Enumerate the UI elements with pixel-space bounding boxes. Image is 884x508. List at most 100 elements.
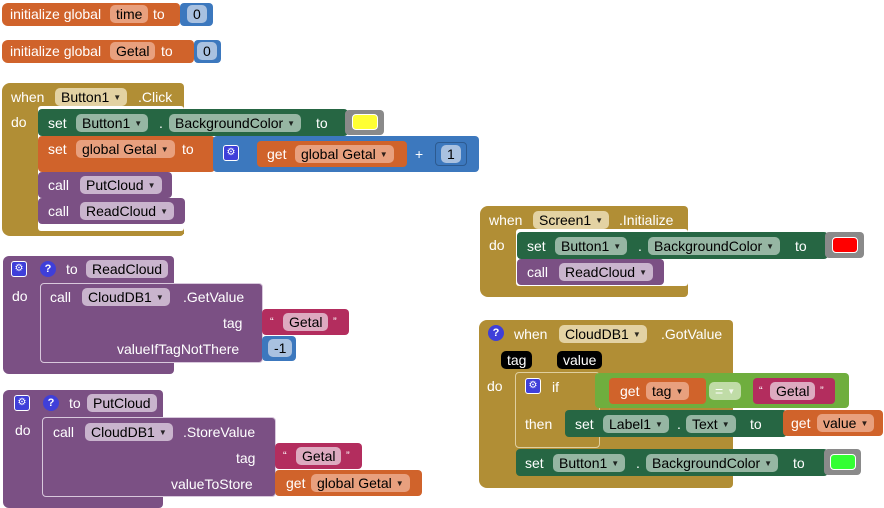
dropdown-arrow-icon: ▼ (155, 293, 164, 302)
gear-icon[interactable]: ⚙ (525, 378, 541, 394)
component-dropdown[interactable]: Label1▼ (603, 415, 669, 433)
to-label: to (69, 395, 81, 411)
procedure-dropdown[interactable]: ReadCloud▼ (559, 263, 653, 281)
global-name-field[interactable]: Getal (110, 42, 156, 60)
dot-label: . (159, 115, 163, 131)
number-block[interactable]: 0 (180, 3, 213, 26)
call-readcloud-block[interactable]: call ReadCloud▼ (38, 198, 185, 224)
method-name: .StoreValue (183, 424, 256, 440)
color-block[interactable] (345, 110, 384, 135)
get-variable-block[interactable]: get value▼ (783, 410, 883, 436)
text-string-block[interactable]: “ Getal ” (262, 309, 349, 335)
set-background-color-block[interactable]: set Button1▼ . BackgroundColor▼ to (517, 232, 828, 259)
variable-dropdown[interactable]: global Getal▼ (311, 474, 410, 492)
component-dropdown[interactable]: CloudDB1▼ (85, 423, 173, 441)
procedure-dropdown[interactable]: ReadCloud▼ (80, 202, 174, 220)
variable-dropdown[interactable]: global Getal▼ (295, 145, 394, 163)
number-value[interactable]: 0 (197, 42, 217, 60)
property-dropdown[interactable]: Text▼ (686, 415, 736, 433)
tag-label: tag (223, 315, 243, 331)
init-global-getal-block[interactable]: initialize global Getal to (2, 40, 194, 63)
color-block[interactable] (825, 232, 864, 258)
event-param-tag[interactable]: tag (501, 351, 533, 369)
variable-dropdown[interactable]: tag▼ (646, 382, 690, 400)
call-label: call (48, 203, 70, 219)
open-quote: “ (283, 450, 287, 462)
get-variable-block[interactable]: get tag▼ (609, 378, 706, 404)
set-background-color-block[interactable]: set Button1▼ . BackgroundColor▼ to (516, 449, 828, 476)
set-label: set (48, 115, 67, 131)
event-name: .Initialize (619, 212, 674, 228)
dot-label: . (638, 238, 642, 254)
component-dropdown[interactable]: Button1▼ (55, 88, 128, 106)
variable-dropdown[interactable]: value▼ (817, 414, 875, 432)
call-label: call (50, 289, 72, 305)
global-name-field[interactable]: time (110, 5, 149, 23)
math-add-block[interactable]: ⚙ get global Getal▼ + 1 (213, 136, 479, 172)
number-block[interactable]: -1 (262, 336, 296, 361)
call-putcloud-block[interactable]: call PutCloud▼ (38, 172, 172, 198)
dot-label: . (636, 455, 640, 471)
procedure-name-field[interactable]: ReadCloud (86, 260, 169, 278)
property-dropdown[interactable]: BackgroundColor▼ (169, 114, 302, 132)
help-icon[interactable]: ? (40, 261, 56, 277)
number-value[interactable]: -1 (268, 339, 293, 357)
dropdown-arrow-icon: ▼ (379, 150, 388, 159)
dropdown-arrow-icon: ▼ (134, 119, 143, 128)
property-dropdown[interactable]: BackgroundColor▼ (648, 237, 781, 255)
color-block[interactable] (824, 449, 861, 475)
text-value[interactable]: Getal (296, 447, 342, 465)
if-label: if (552, 379, 559, 395)
color-swatch[interactable] (352, 114, 378, 130)
call-readcloud-block[interactable]: call ReadCloud▼ (517, 259, 664, 285)
component-dropdown[interactable]: CloudDB1▼ (559, 325, 647, 343)
set-label: set (48, 141, 67, 157)
number-value[interactable]: 0 (187, 5, 207, 23)
do-label: do (12, 288, 28, 304)
procedure-dropdown[interactable]: PutCloud▼ (80, 176, 162, 194)
operator-dropdown[interactable]: =▼ (709, 382, 742, 400)
dropdown-arrow-icon: ▼ (766, 242, 775, 251)
compare-equals-block[interactable]: get tag▼ =▼ “ Getal ” (595, 373, 849, 408)
event-param-value[interactable]: value (557, 351, 603, 369)
component-dropdown[interactable]: Button1▼ (76, 114, 149, 132)
text-value[interactable]: Getal (770, 382, 816, 400)
variable-dropdown[interactable]: global Getal▼ (76, 140, 175, 158)
value-if-tag-not-there-label: valueIfTagNotThere (117, 341, 240, 357)
component-dropdown[interactable]: Screen1▼ (533, 211, 610, 229)
text-string-block[interactable]: “ Getal ” (753, 378, 835, 404)
set-background-color-block[interactable]: set Button1▼ . BackgroundColor▼ to (38, 109, 348, 136)
set-label: set (527, 238, 546, 254)
call-label: call (527, 264, 549, 280)
gear-icon[interactable]: ⚙ (223, 145, 239, 161)
component-dropdown[interactable]: Button1▼ (553, 454, 626, 472)
number-block[interactable]: 0 (194, 40, 221, 63)
init-global-time-block[interactable]: initialize global time to (2, 3, 180, 26)
color-swatch[interactable] (832, 237, 858, 253)
clouddb-storevalue-block[interactable]: call CloudDB1▼ .StoreValue tag valueToSt… (42, 417, 276, 497)
help-icon[interactable]: ? (488, 325, 504, 341)
close-quote: ” (346, 450, 350, 462)
text-string-block[interactable]: “ Getal ” (275, 443, 362, 469)
gear-icon[interactable]: ⚙ (11, 261, 27, 277)
number-value[interactable]: 1 (441, 145, 461, 163)
get-variable-block[interactable]: get global Getal▼ (257, 141, 407, 167)
property-dropdown[interactable]: BackgroundColor▼ (646, 454, 779, 472)
help-icon[interactable]: ? (43, 395, 59, 411)
init-global-label: initialize global (10, 6, 102, 22)
color-swatch[interactable] (830, 454, 856, 470)
text-value[interactable]: Getal (283, 313, 329, 331)
procedure-name-field[interactable]: PutCloud (87, 394, 157, 412)
clouddb-getvalue-block[interactable]: call CloudDB1▼ .GetValue tag valueIfTagN… (40, 283, 263, 363)
get-variable-block[interactable]: get global Getal▼ (275, 470, 422, 496)
component-dropdown[interactable]: Button1▼ (555, 237, 628, 255)
to-label: to (182, 141, 194, 157)
set-label-text-block[interactable]: set Label1▼ . Text▼ to (565, 410, 787, 437)
set-global-variable-block[interactable]: set global Getal▼ to (38, 136, 215, 172)
gear-icon[interactable]: ⚙ (14, 395, 30, 411)
do-label: do (15, 422, 31, 438)
number-block[interactable]: 1 (435, 142, 467, 166)
event-name: .GotValue (661, 326, 723, 342)
dot-label: . (677, 416, 681, 432)
component-dropdown[interactable]: CloudDB1▼ (82, 288, 170, 306)
